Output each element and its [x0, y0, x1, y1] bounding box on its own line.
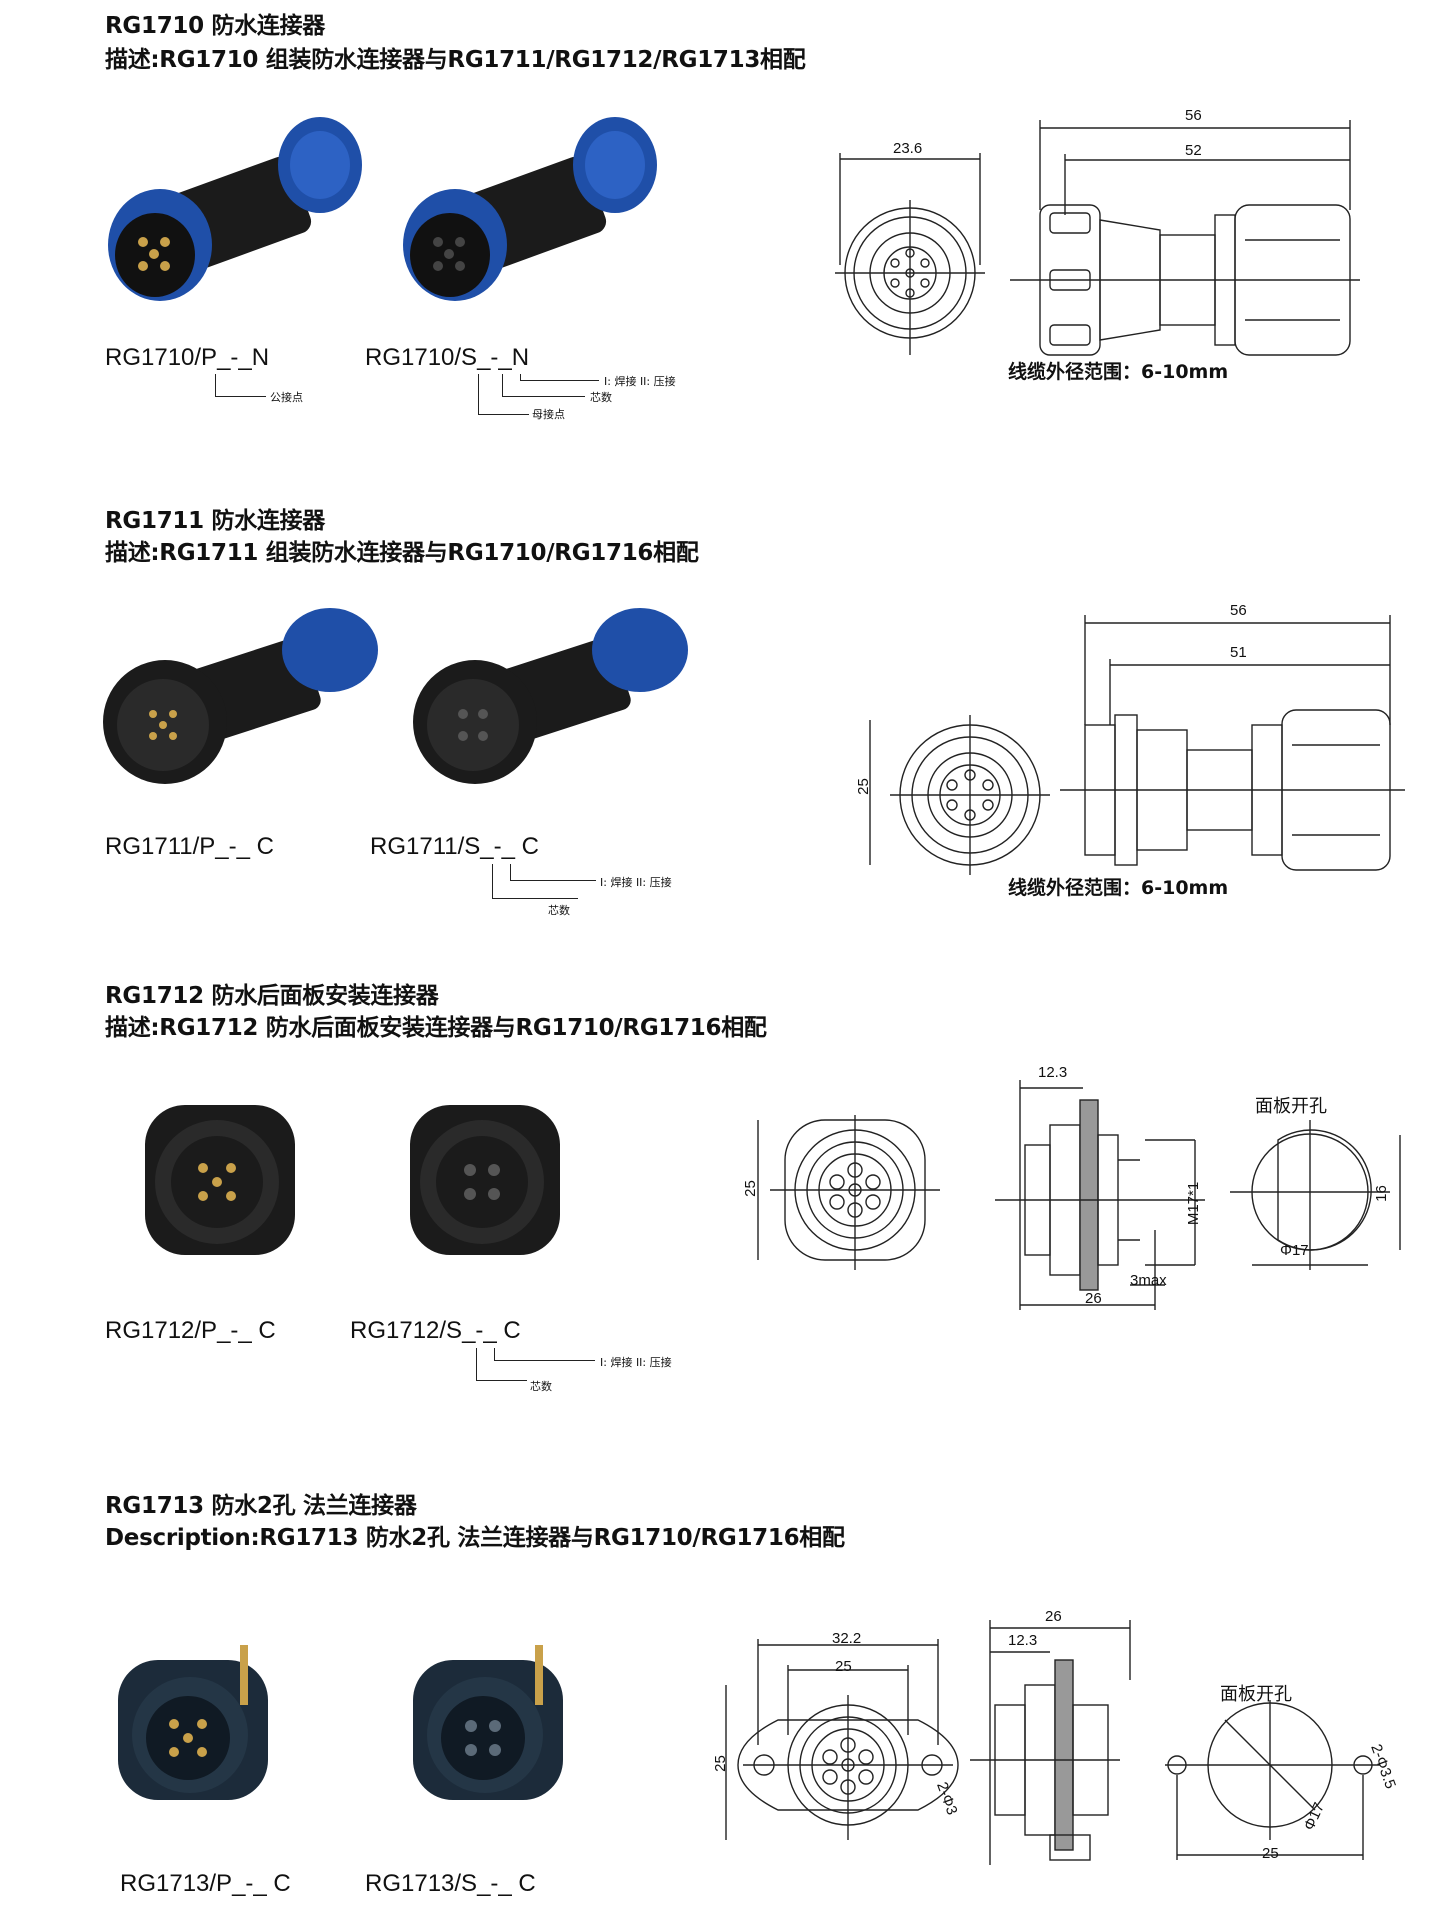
note-weld-type: I: 焊接 II: 压接: [604, 375, 676, 388]
dim-length-body: 51: [1230, 644, 1247, 661]
dim-length-total: 56: [1230, 602, 1247, 619]
dim-length: 26: [1085, 1290, 1102, 1307]
dim-cutout-diameter: Φ17: [1280, 1242, 1309, 1259]
note-core-count: 芯数: [530, 1380, 552, 1393]
leader-line: [492, 864, 578, 899]
leader-line: [502, 374, 585, 397]
note-female-contact: 母接点: [532, 408, 565, 421]
note-male-contact: 公接点: [270, 391, 303, 404]
model-male: RG1712/P_-_ C: [105, 1317, 276, 1344]
panel-cutout-label: 面板开孔: [1220, 1684, 1292, 1704]
dim-front-height: 25: [711, 1755, 729, 1772]
section-rg1710: RG1710 防水连接器 描述:RG1710 组装防水连接器与RG1711/RG…: [0, 0, 1450, 480]
product-image-female: [413, 608, 688, 784]
drawing-side-view: [1060, 615, 1405, 871]
drawing-front-view: [869, 715, 1050, 875]
note-weld-type: I: 焊接 II: 压接: [600, 876, 672, 889]
product-image-male: [103, 608, 378, 784]
leader-line: [478, 374, 529, 415]
section-title: RG1711 防水连接器: [105, 508, 326, 534]
product-image-male: [118, 1645, 268, 1800]
section-title: RG1713 防水2孔 法兰连接器: [105, 1493, 417, 1519]
model-female: RG1712/S_-_ C: [350, 1317, 521, 1344]
note-weld-type: I: 焊接 II: 压接: [600, 1356, 672, 1369]
drawing-panel-cutout: [1230, 1120, 1401, 1270]
product-image-male: [108, 117, 362, 301]
dim-panel-max: 3max: [1130, 1272, 1167, 1289]
dim-front-diameter: 23.6: [893, 140, 923, 157]
dim-cutout-flat: 16: [1372, 1185, 1390, 1202]
product-image-female: [403, 117, 657, 301]
dim-thread: M17*1: [1185, 1181, 1203, 1226]
model-male: RG1710/P_-_N: [105, 344, 270, 371]
leader-line: [510, 864, 596, 881]
dim-body-width: 25: [835, 1658, 852, 1675]
panel-cutout-label: 面板开孔: [1255, 1096, 1327, 1116]
dim-side-depth: 12.3: [1008, 1632, 1038, 1649]
section-rg1713: RG1713 防水2孔 法兰连接器 Description:RG1713 防水2…: [0, 1490, 1450, 1920]
leader-line: [476, 1348, 527, 1381]
note-core-count: 芯数: [548, 904, 570, 917]
product-image-female: [413, 1645, 563, 1800]
model-female: RG1713/S_-_ C: [365, 1870, 536, 1897]
section-description: 描述:RG1711 组装防水连接器与RG1710/RG1716相配: [105, 540, 699, 566]
note-core-count: 芯数: [590, 391, 612, 404]
section-description: Description:RG1713 防水2孔 法兰连接器与RG1710/RG1…: [105, 1525, 845, 1551]
dim-depth: 12.3: [1038, 1064, 1068, 1081]
drawing-front-view: [835, 153, 985, 355]
drawing-side-view: [995, 1080, 1205, 1310]
dim-flange-width: 32.2: [832, 1630, 862, 1647]
drawing-front-view: [757, 1115, 940, 1270]
section-rg1712: RG1712 防水后面板安装连接器 描述:RG1712 防水后面板安装连接器与R…: [0, 980, 1450, 1440]
dim-side-total: 26: [1045, 1608, 1062, 1625]
leader-line: [520, 374, 599, 381]
cable-range: 线缆外径范围：6-10mm: [1008, 361, 1229, 383]
product-image-male: [145, 1105, 295, 1255]
dim-length-total: 56: [1185, 107, 1202, 124]
drawing-side-view: [1010, 120, 1360, 356]
model-male: RG1713/P_-_ C: [120, 1870, 291, 1897]
drawing-side-view: [970, 1620, 1131, 1865]
section-description: 描述:RG1712 防水后面板安装连接器与RG1710/RG1716相配: [105, 1015, 767, 1041]
model-male: RG1711/P_-_ C: [105, 833, 274, 860]
leader-line: [494, 1348, 595, 1361]
section-description: 描述:RG1710 组装防水连接器与RG1711/RG1712/RG1713相配: [105, 47, 806, 73]
dim-length-body: 52: [1185, 142, 1202, 159]
dim-cutout-spacing: 25: [1262, 1845, 1279, 1862]
section-title: RG1712 防水后面板安装连接器: [105, 983, 439, 1009]
model-female: RG1710/S_-_N: [365, 344, 530, 371]
dim-front-diameter: 25: [854, 778, 872, 795]
dim-front-diameter: 25: [741, 1180, 759, 1197]
model-female: RG1711/S_-_ C: [370, 833, 539, 860]
cable-range: 线缆外径范围：6-10mm: [1008, 877, 1229, 899]
leader-line: [215, 374, 266, 397]
section-title: RG1710 防水连接器: [105, 13, 326, 39]
product-image-female: [410, 1105, 560, 1255]
drawing-front-view: [725, 1639, 959, 1840]
drawing-panel-cutout: [1165, 1700, 1380, 1860]
section-rg1711: RG1711 防水连接器 描述:RG1711 组装防水连接器与RG1710/RG…: [0, 490, 1450, 970]
